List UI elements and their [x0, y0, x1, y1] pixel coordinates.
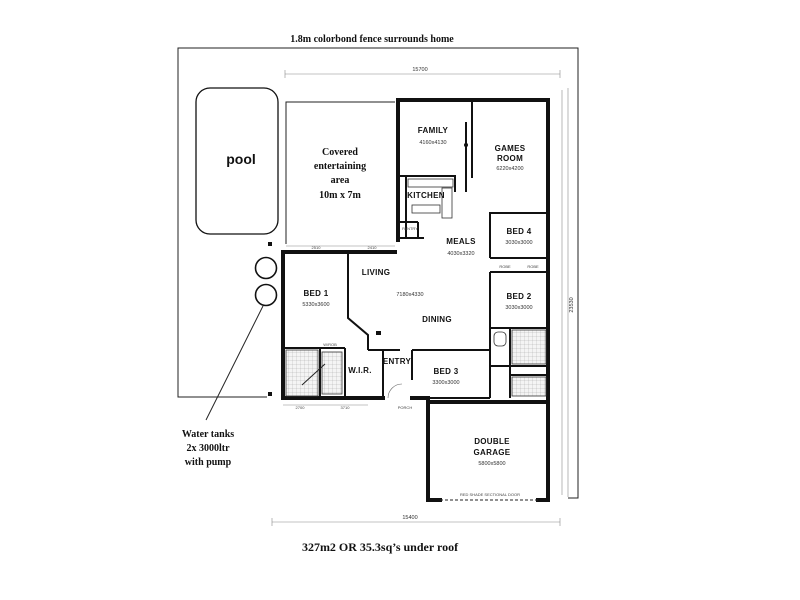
svg-text:LIVING: LIVING [362, 268, 390, 277]
svg-text:3030x3000: 3030x3000 [505, 240, 532, 246]
room-bed3: BED 3 3300x3000 [432, 367, 459, 386]
robe-label-b: ROBE [527, 264, 539, 269]
room-family: FAMILY 4160x4130 [418, 126, 449, 146]
svg-text:DOUBLE: DOUBLE [474, 437, 510, 446]
entertaining-area-label: Covered entertaining area 10m x 7m [314, 147, 366, 201]
fence-note: 1.8m colorbond fence surrounds home [290, 34, 454, 45]
room-garage: DOUBLE GARAGE 5800x5800 [474, 437, 511, 467]
svg-text:5330x3600: 5330x3600 [302, 302, 329, 308]
svg-text:BED 4: BED 4 [506, 227, 531, 236]
right-dimension: 23530 [561, 88, 575, 497]
svg-text:GAMES: GAMES [495, 144, 526, 153]
room-kitchen: KITCHEN [407, 191, 445, 200]
svg-text:Water tanks: Water tanks [182, 429, 234, 440]
svg-text:10m x 7m: 10m x 7m [319, 190, 361, 201]
svg-text:6220x4200: 6220x4200 [496, 166, 523, 172]
room-entry: ENTRY [383, 357, 412, 366]
svg-text:BED 1: BED 1 [303, 289, 328, 298]
fence-line [177, 47, 579, 499]
svg-text:2700: 2700 [296, 405, 306, 410]
svg-text:7180x4330: 7180x4330 [396, 292, 423, 298]
svg-text:area: area [331, 175, 350, 186]
room-meals: MEALS 4030x3320 [446, 237, 476, 257]
svg-text:with pump: with pump [185, 457, 232, 468]
svg-text:3030x3000: 3030x3000 [505, 305, 532, 311]
pool-label: pool [226, 151, 256, 167]
robe-label-a: ROBE [499, 264, 511, 269]
dim-right-label: 23530 [569, 297, 575, 312]
garage-door-label: RED SHADE SECTIONAL DOOR [460, 492, 520, 497]
room-bed4: BED 4 3030x3000 [505, 227, 532, 246]
svg-text:4030x3320: 4030x3320 [447, 251, 474, 257]
water-tanks-note: Water tanks 2x 3000ltr with pump [182, 429, 234, 468]
pantry-label: PANTRY [402, 226, 418, 231]
room-dining: DINING [422, 315, 452, 324]
svg-text:Covered: Covered [322, 147, 358, 158]
svg-text:BED 2: BED 2 [506, 292, 531, 301]
room-bed1: BED 1 5330x3600 [302, 289, 329, 308]
bottom-dimension: 15400 [271, 515, 561, 526]
svg-text:MEALS: MEALS [446, 237, 476, 246]
svg-text:4160x4130: 4160x4130 [419, 140, 446, 146]
room-games: GAMES ROOM 6220x4200 [495, 144, 526, 172]
entertaining-area-outline [285, 101, 395, 244]
svg-text:3710: 3710 [341, 405, 351, 410]
svg-text:5800x5800: 5800x5800 [478, 461, 505, 467]
svg-text:ROOM: ROOM [497, 154, 523, 163]
floor-area-note: 327m2 OR 35.3sq’s under roof [302, 540, 459, 554]
svg-text:FAMILY: FAMILY [418, 126, 449, 135]
svg-text:3300x3000: 3300x3000 [432, 380, 459, 386]
pool-shape [195, 87, 279, 235]
svg-text:KITCHEN: KITCHEN [407, 191, 445, 200]
room-bed2: BED 2 3030x3000 [505, 292, 532, 311]
small-dimensions: 2510 2410 2700 3710 [283, 245, 395, 410]
water-tank-pointer [205, 305, 264, 421]
dim-bottom-label: 15400 [402, 515, 417, 521]
svg-text:entertaining: entertaining [314, 161, 366, 172]
wir-small-label: W/ROB [323, 342, 337, 347]
svg-text:2410: 2410 [368, 245, 378, 250]
svg-text:BED 3: BED 3 [433, 367, 458, 376]
svg-text:GARAGE: GARAGE [474, 448, 511, 457]
dim-top-label: 15700 [412, 67, 427, 73]
room-wir: W.I.R. [348, 366, 372, 375]
water-tank-1 [254, 256, 278, 280]
svg-text:W.I.R.: W.I.R. [348, 366, 372, 375]
porch-label: PORCH [398, 405, 413, 410]
water-tank-2 [254, 283, 278, 307]
svg-text:2x 3000ltr: 2x 3000ltr [186, 443, 230, 454]
svg-text:ENTRY: ENTRY [383, 357, 412, 366]
top-dimension: 15700 [284, 67, 561, 78]
svg-text:2510: 2510 [312, 245, 322, 250]
room-living: LIVING 7180x4330 [362, 268, 424, 298]
svg-text:DINING: DINING [422, 315, 452, 324]
internal-walls [283, 100, 548, 399]
fixtures [268, 122, 547, 399]
